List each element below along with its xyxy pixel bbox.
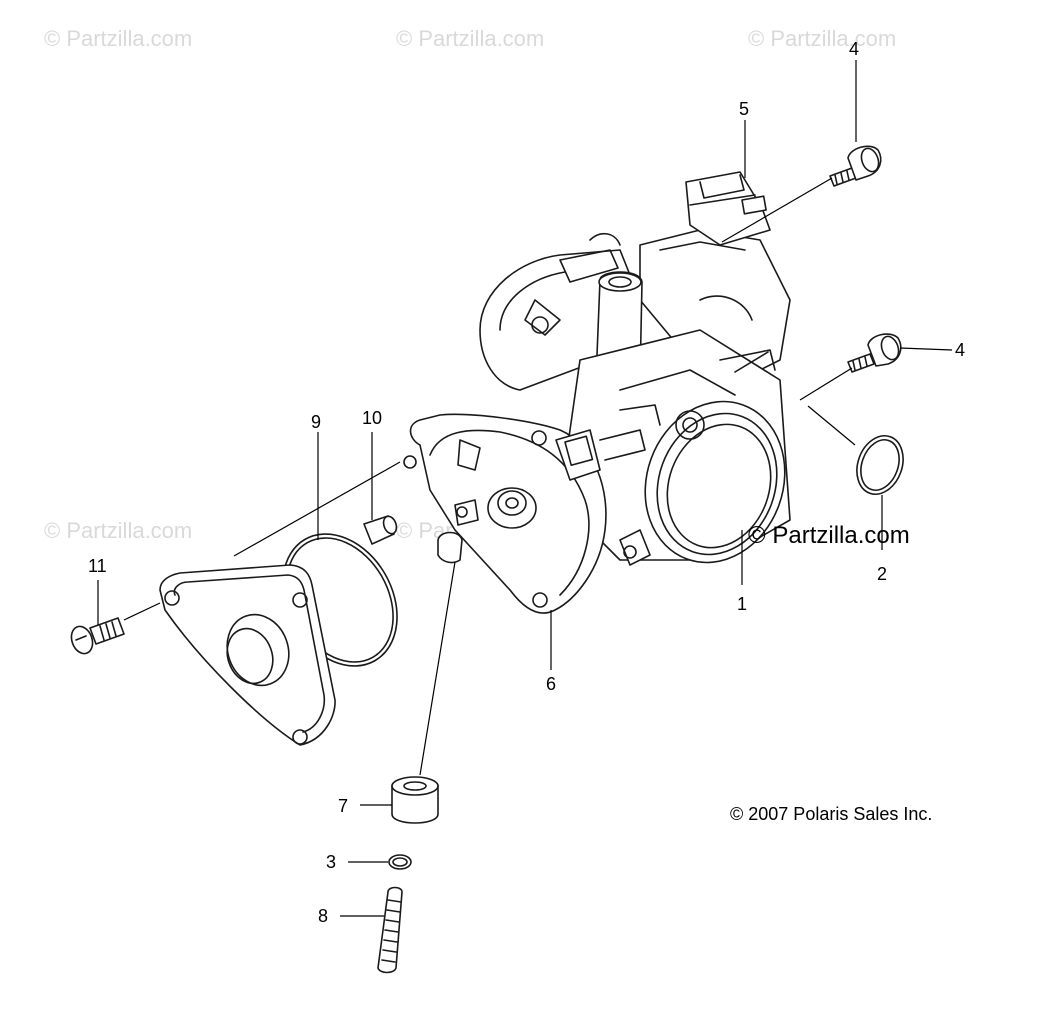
screw-upper-part: [829, 145, 882, 187]
copyright-notice: © 2007 Polaris Sales Inc.: [730, 804, 932, 824]
throttle-body-part: [479, 229, 791, 566]
watermark-top-right: © Partzilla.com: [748, 26, 896, 51]
leader-lines: [97, 60, 953, 917]
callout-8: 8: [318, 906, 328, 926]
callout-4-lower: 4: [955, 340, 965, 360]
callout-3: 3: [326, 852, 336, 872]
callout-1: 1: [737, 594, 747, 614]
end-cap-part: [159, 564, 336, 746]
washer-part: [388, 854, 412, 870]
stud-part: [377, 886, 403, 974]
watermark-top-center: © Partzilla.com: [396, 26, 544, 51]
small-o-ring-part: [856, 435, 904, 495]
partzilla-brand-mark: © Partzilla.com: [748, 522, 910, 549]
callout-5: 5: [739, 99, 749, 119]
watermark-mid-left: © Partzilla.com: [44, 518, 192, 543]
callout-9: 9: [311, 412, 321, 432]
screw-11-part: [70, 617, 125, 655]
dowel-pin-part: [363, 515, 398, 545]
callout-4-upper: 4: [849, 39, 859, 59]
bushing-part: [391, 776, 439, 824]
callout-11: 11: [88, 556, 107, 576]
callout-10: 10: [362, 408, 382, 428]
cover-plate-part: [403, 404, 661, 614]
callout-7: 7: [338, 796, 348, 816]
callout-6: 6: [546, 674, 556, 694]
watermark-top-left: © Partzilla.com: [44, 26, 192, 51]
screw-lower-part: [847, 333, 902, 373]
callout-2: 2: [877, 564, 887, 584]
